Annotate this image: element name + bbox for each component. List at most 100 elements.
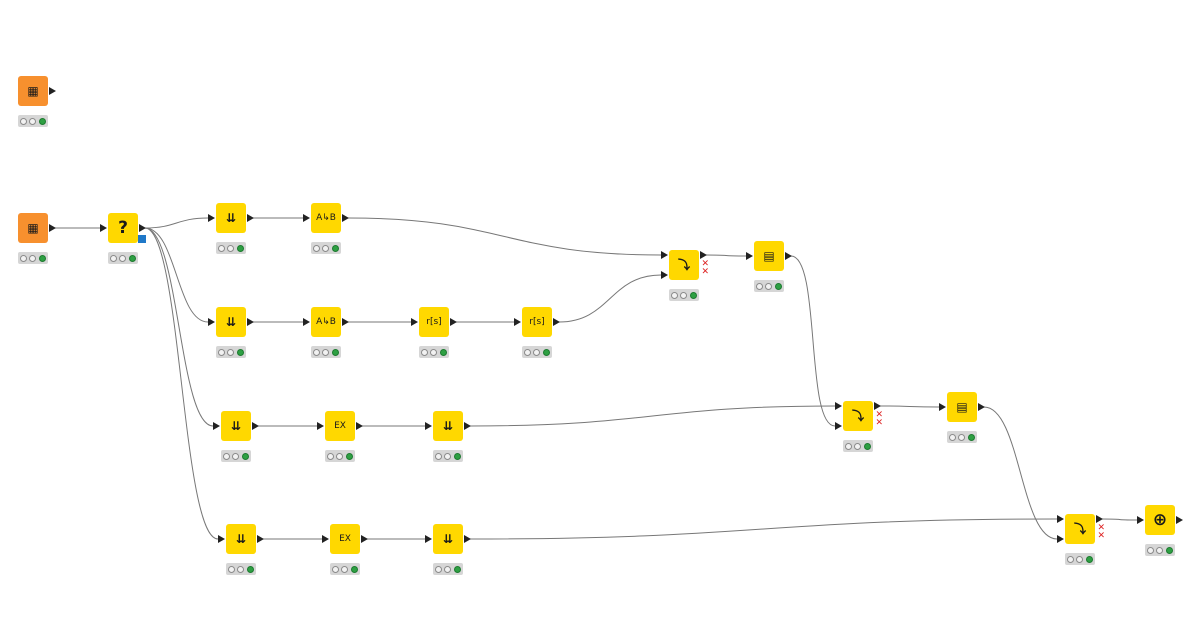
workflow-node[interactable]: ⤵✕✕ bbox=[661, 250, 709, 301]
input-port[interactable] bbox=[835, 402, 842, 410]
column-rename-icon[interactable]: A↳B bbox=[311, 203, 341, 233]
output-port[interactable] bbox=[49, 224, 56, 232]
input-port[interactable] bbox=[425, 535, 432, 543]
connection-line[interactable] bbox=[144, 227, 219, 540]
case-end-icon[interactable]: ⊕ bbox=[1145, 505, 1175, 535]
input-port[interactable] bbox=[661, 251, 668, 259]
connection-line[interactable] bbox=[144, 217, 209, 229]
workflow-node[interactable]: ⇊ bbox=[425, 411, 471, 462]
input-port[interactable] bbox=[322, 535, 329, 543]
connection-line[interactable] bbox=[144, 227, 214, 427]
input-port[interactable] bbox=[661, 271, 668, 279]
row-filter-icon[interactable]: ⇊ bbox=[226, 524, 256, 554]
output-port[interactable] bbox=[252, 422, 259, 430]
flow-variable-port[interactable] bbox=[138, 235, 146, 243]
workflow-node[interactable]: ⇊ bbox=[208, 307, 254, 358]
concatenate-icon[interactable]: ⤵ bbox=[843, 401, 873, 431]
connection-line[interactable] bbox=[705, 254, 747, 257]
output-port[interactable] bbox=[139, 224, 146, 232]
connection-line[interactable] bbox=[347, 217, 662, 256]
connection-line[interactable] bbox=[144, 227, 209, 323]
connection-line[interactable] bbox=[879, 405, 940, 408]
input-port[interactable] bbox=[317, 422, 324, 430]
table-creator-icon[interactable]: ▦ bbox=[18, 213, 48, 243]
workflow-node[interactable]: ⇊ bbox=[425, 524, 471, 575]
workflow-node[interactable]: ? bbox=[100, 213, 146, 264]
output-port[interactable] bbox=[553, 318, 560, 326]
input-port[interactable] bbox=[1057, 535, 1064, 543]
string-manipulation-icon[interactable]: r[s] bbox=[522, 307, 552, 337]
table-view-icon[interactable]: ▤ bbox=[947, 392, 977, 422]
input-port[interactable] bbox=[213, 422, 220, 430]
output-port[interactable] bbox=[356, 422, 363, 430]
output-port[interactable] bbox=[342, 214, 349, 222]
workflow-node[interactable]: ⇊ bbox=[208, 203, 254, 254]
input-port[interactable] bbox=[425, 422, 432, 430]
output-port[interactable] bbox=[450, 318, 457, 326]
output-port[interactable] bbox=[700, 251, 707, 259]
output-port[interactable] bbox=[1176, 516, 1183, 524]
connection-line[interactable] bbox=[790, 255, 836, 427]
excel-icon[interactable]: EX bbox=[325, 411, 355, 441]
table-view-icon[interactable]: ▤ bbox=[754, 241, 784, 271]
workflow-node[interactable]: A↳B bbox=[303, 203, 349, 254]
concatenate-icon[interactable]: ⤵ bbox=[669, 250, 699, 280]
string-manipulation-icon[interactable]: r[s] bbox=[419, 307, 449, 337]
output-port[interactable] bbox=[1096, 515, 1103, 523]
workflow-node[interactable]: ⤵✕✕ bbox=[835, 401, 883, 452]
case-switch-icon[interactable]: ? bbox=[108, 213, 138, 243]
input-port[interactable] bbox=[218, 535, 225, 543]
input-port[interactable] bbox=[1137, 516, 1144, 524]
input-port[interactable] bbox=[746, 252, 753, 260]
input-port[interactable] bbox=[514, 318, 521, 326]
output-port[interactable] bbox=[464, 422, 471, 430]
workflow-node[interactable]: ▦ bbox=[18, 76, 56, 127]
connection-line[interactable] bbox=[983, 406, 1058, 540]
table-creator-icon[interactable]: ▦ bbox=[18, 76, 48, 106]
workflow-node[interactable]: ▦ bbox=[18, 213, 56, 264]
output-port[interactable] bbox=[785, 252, 792, 260]
workflow-node[interactable]: A↳B bbox=[303, 307, 349, 358]
input-port[interactable] bbox=[208, 318, 215, 326]
workflow-node[interactable]: ⤵✕✕ bbox=[1057, 514, 1105, 565]
workflow-node[interactable]: EX bbox=[317, 411, 363, 462]
connection-line[interactable] bbox=[558, 274, 662, 323]
workflow-node[interactable]: ⇊ bbox=[218, 524, 264, 575]
workflow-node[interactable]: ▤ bbox=[746, 241, 792, 292]
output-port[interactable] bbox=[247, 214, 254, 222]
connection-line[interactable] bbox=[1101, 518, 1138, 521]
output-port[interactable] bbox=[361, 535, 368, 543]
output-port[interactable] bbox=[247, 318, 254, 326]
output-port[interactable] bbox=[464, 535, 471, 543]
input-port[interactable] bbox=[1057, 515, 1064, 523]
connection-line[interactable] bbox=[469, 405, 836, 427]
input-port[interactable] bbox=[303, 318, 310, 326]
workflow-node[interactable]: r[s] bbox=[411, 307, 457, 358]
row-filter-icon[interactable]: ⇊ bbox=[216, 203, 246, 233]
input-port[interactable] bbox=[411, 318, 418, 326]
input-port[interactable] bbox=[303, 214, 310, 222]
connection-line[interactable] bbox=[469, 518, 1058, 540]
input-port[interactable] bbox=[939, 403, 946, 411]
input-port[interactable] bbox=[208, 214, 215, 222]
workflow-node[interactable]: r[s] bbox=[514, 307, 560, 358]
output-port[interactable] bbox=[49, 87, 56, 95]
row-filter-icon[interactable]: ⇊ bbox=[433, 411, 463, 441]
workflow-node[interactable]: ▤ bbox=[939, 392, 985, 443]
excel-icon[interactable]: EX bbox=[330, 524, 360, 554]
row-filter-icon[interactable]: ⇊ bbox=[216, 307, 246, 337]
output-port[interactable] bbox=[978, 403, 985, 411]
output-port[interactable] bbox=[342, 318, 349, 326]
workflow-node[interactable]: ⇊ bbox=[213, 411, 259, 462]
row-filter-icon[interactable]: ⇊ bbox=[433, 524, 463, 554]
workflow-node[interactable]: EX bbox=[322, 524, 368, 575]
output-port[interactable] bbox=[874, 402, 881, 410]
input-port[interactable] bbox=[100, 224, 107, 232]
concatenate-icon[interactable]: ⤵ bbox=[1065, 514, 1095, 544]
output-port[interactable] bbox=[257, 535, 264, 543]
column-rename-icon[interactable]: A↳B bbox=[311, 307, 341, 337]
workflow-node[interactable]: ⊕ bbox=[1137, 505, 1183, 556]
input-port[interactable] bbox=[835, 422, 842, 430]
row-filter-icon[interactable]: ⇊ bbox=[221, 411, 251, 441]
